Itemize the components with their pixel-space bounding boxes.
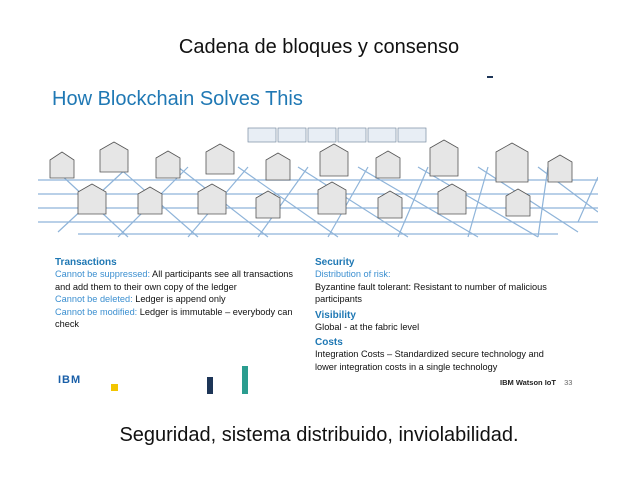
visibility-header: Visibility [315, 309, 356, 321]
deco-bar-teal-bottom [242, 366, 248, 394]
blockchain-network-illustration [38, 127, 598, 238]
ledger-chain-icon [247, 127, 427, 143]
deco-square-yellow [111, 384, 118, 391]
costs-header: Costs [315, 337, 343, 348]
deleted-text: Ledger is append only [132, 294, 226, 304]
deleted-label: Cannot be deleted: [55, 294, 133, 304]
participant-building-icons [49, 139, 573, 219]
security-header: Security [315, 257, 355, 268]
watson-iot-footer: IBM Watson IoT 33 [500, 378, 572, 387]
security-text: Byzantine fault tolerant: Resistant to n… [315, 281, 547, 305]
benefits-section: Security Distribution of risk: Byzantine… [315, 257, 565, 373]
transactions-header: Transactions [55, 257, 117, 268]
visibility-text: Global - at the fabric level [315, 321, 420, 332]
slide-caption: Seguridad, sistema distribuido, inviolab… [119, 424, 519, 446]
slide-title: Cadena de bloques y consenso [178, 36, 460, 58]
suppressed-label: Cannot be suppressed: [55, 269, 151, 279]
modified-label: Cannot be modified: [55, 306, 138, 317]
embedded-slide-heading: How Blockchain Solves This [52, 88, 303, 110]
watson-iot-brand: IBM Watson IoT [500, 378, 556, 387]
modified-text: Ledger is immutable – everybody can chec… [55, 306, 293, 330]
ibm-logo: IBM [58, 374, 82, 386]
page-number: 33 [564, 378, 573, 387]
transactions-section: Transactions Cannot be suppressed: All p… [55, 257, 300, 331]
security-sub: Distribution of risk: [315, 269, 391, 279]
deco-bar-navy-bottom [207, 377, 213, 394]
costs-text: Integration Costs – Standardized secure … [315, 349, 544, 372]
suppressed-text: All participants see all transactions an… [55, 269, 294, 292]
